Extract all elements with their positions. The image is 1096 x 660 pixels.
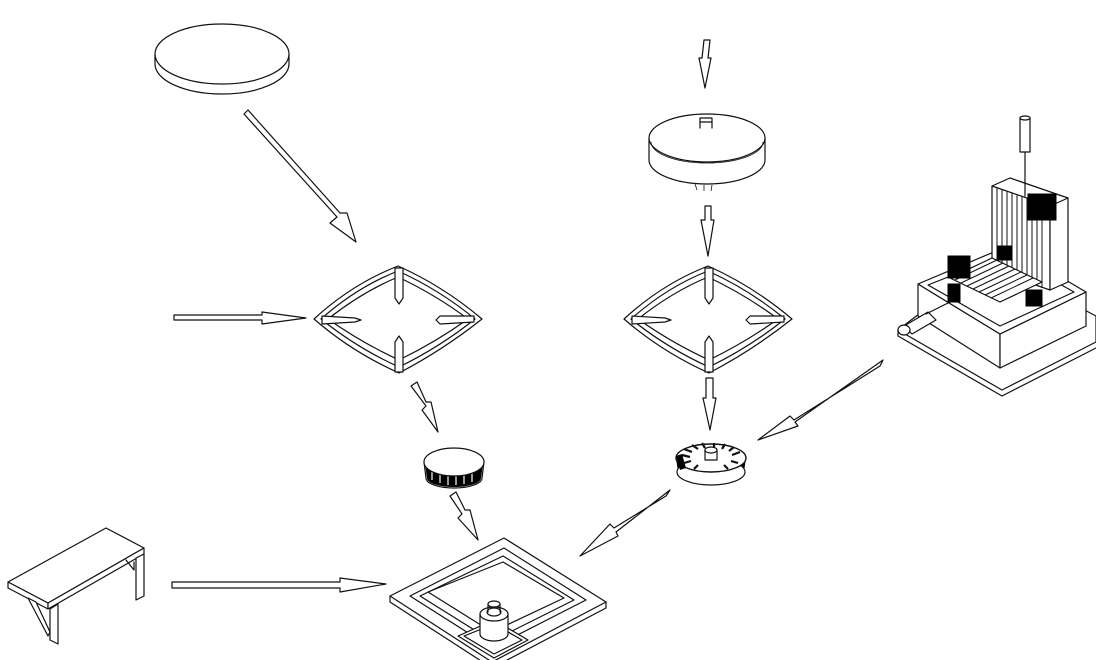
rounded-square-frame-icon: [623, 265, 793, 374]
rounded-square-frame-icon: [313, 265, 483, 374]
tray-base-icon: [389, 537, 607, 660]
bench-table-icon: [7, 527, 145, 645]
arrow-left-input: [173, 311, 307, 325]
slotted-wheel-icon: [675, 442, 747, 486]
arrow-disc-to-frame: [243, 109, 357, 243]
arrow-frame-to-cap: [410, 381, 439, 433]
arrow-bench-to-tray: [171, 577, 387, 593]
arrow-ring-to-frame: [700, 205, 715, 257]
arrow-frame-to-wheel: [702, 377, 717, 431]
arrow-wheel-to-tray: [579, 489, 671, 557]
arrow-cap-to-tray: [449, 491, 479, 541]
flat-disc-icon: [154, 23, 290, 95]
flow-arrows: [171, 39, 884, 593]
immersion-tank-icon: [897, 115, 1096, 397]
cap-puck-icon: [423, 447, 485, 489]
ring-band-icon: [648, 113, 766, 192]
arrow-tank-to-wheel: [757, 359, 884, 441]
arrow-top-input: [698, 39, 712, 89]
